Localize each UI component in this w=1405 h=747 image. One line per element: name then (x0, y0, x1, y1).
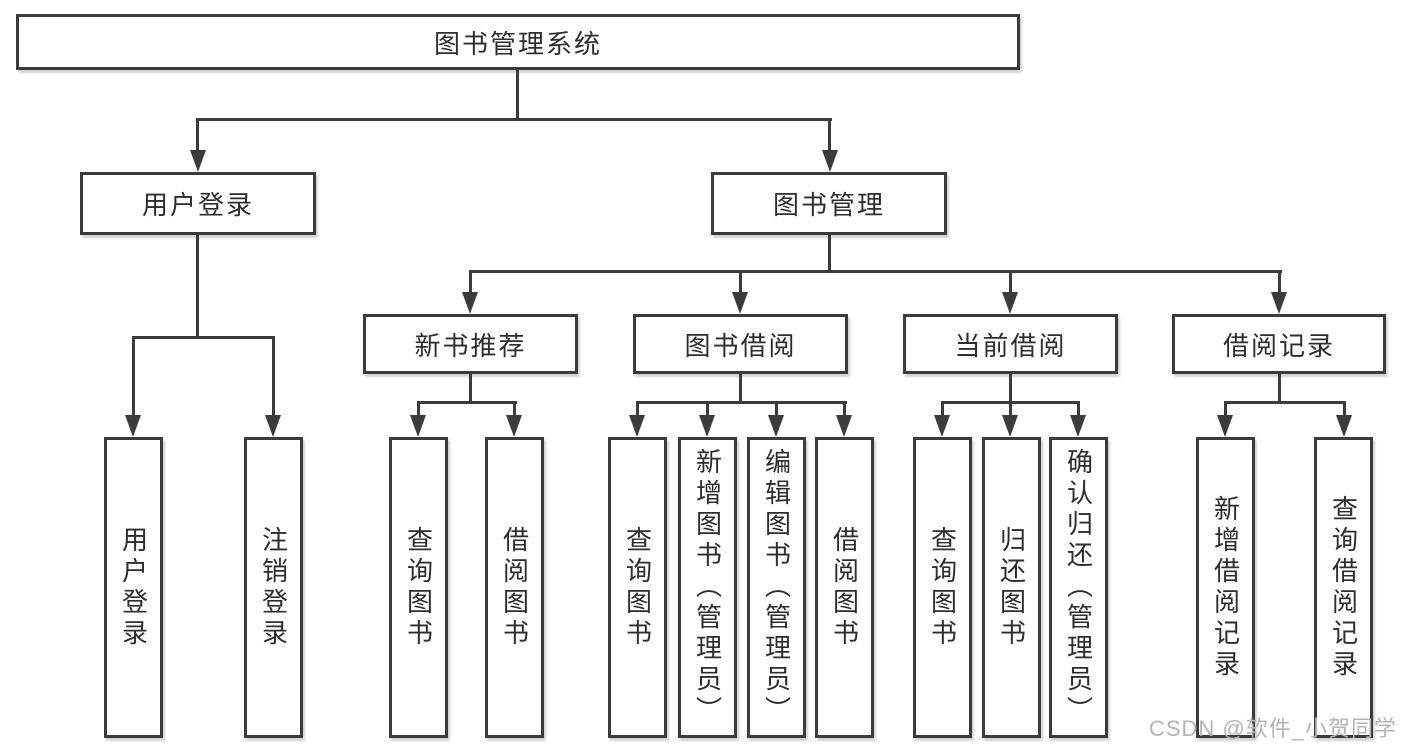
connector-stem (1009, 401, 1012, 417)
connector-stem (706, 401, 709, 417)
arrowhead-down-icon (1002, 415, 1018, 437)
leaf-borrow-books-borrowing: 借阅图书 (815, 437, 874, 738)
arrowhead-down-icon (822, 150, 838, 172)
node-root: 图书管理系统 (16, 14, 1020, 70)
connector-stem (739, 270, 742, 296)
connector-stem (132, 336, 135, 417)
arrowhead-down-icon (1070, 415, 1086, 437)
node-borrowing-records: 借阅记录 (1172, 314, 1386, 374)
connector-stem (1009, 270, 1012, 296)
connector-bookmgmt-hline (469, 270, 1282, 273)
arrowhead-down-icon (506, 415, 522, 437)
arrowhead-down-icon (934, 415, 950, 437)
node-new-book-recommend: 新书推荐 (363, 314, 578, 374)
leaf-return-book-label: 归还图书 (996, 525, 1027, 650)
connector-records-vline (1278, 374, 1281, 404)
arrowhead-down-icon (629, 415, 645, 437)
leaf-logout-label: 注销登录 (258, 525, 289, 650)
arrowhead-down-icon (768, 415, 784, 437)
leaf-confirm-return-admin-label: 确认归还（管理员） (1063, 448, 1094, 727)
leaf-query-books-current-label: 查询图书 (927, 525, 958, 650)
node-book-borrowing: 图书借阅 (633, 314, 848, 374)
leaf-query-books-current: 查询图书 (913, 437, 972, 738)
connector-stem (775, 401, 778, 417)
arrowhead-down-icon (1336, 415, 1352, 437)
leaf-query-books-recommend-label: 查询图书 (403, 525, 434, 650)
csdn-watermark: CSDN @软件_小贺同学 (1148, 716, 1397, 741)
node-user-login-label: 用户登录 (141, 190, 254, 220)
connector-stem (1077, 401, 1080, 417)
arrowhead-down-icon (462, 292, 478, 314)
connector-records-hline (1224, 401, 1346, 404)
leaf-confirm-return-admin: 确认归还（管理员） (1049, 437, 1108, 738)
leaf-borrow-books-recommend: 借阅图书 (485, 437, 544, 738)
node-root-label: 图书管理系统 (433, 28, 602, 59)
node-new-book-recommend-label: 新书推荐 (414, 330, 527, 361)
connector-root-hline (196, 118, 832, 121)
connector-borrowing-hline (636, 401, 847, 404)
connector-root-vline (516, 70, 519, 120)
leaf-user-login: 用户登录 (104, 437, 163, 738)
arrowhead-down-icon (699, 415, 715, 437)
leaf-add-borrow-record: 新增借阅记录 (1196, 437, 1255, 738)
leaf-query-books-borrowing-label: 查询图书 (622, 525, 653, 650)
connector-borrowing-vline (739, 374, 742, 404)
leaf-add-borrow-record-label: 新增借阅记录 (1210, 494, 1241, 681)
connector-newbook-hline (417, 401, 517, 404)
node-current-borrowing-label: 当前借阅 (954, 330, 1067, 361)
node-borrowing-records-label: 借阅记录 (1222, 330, 1335, 361)
connector-stem (1224, 401, 1227, 417)
leaf-query-borrow-record: 查询借阅记录 (1314, 437, 1373, 738)
connector-userlogin-vline (196, 235, 199, 339)
arrowhead-down-icon (836, 415, 852, 437)
arrowhead-down-icon (1002, 292, 1018, 314)
leaf-add-book-admin-label: 新增图书（管理员） (692, 448, 723, 727)
node-user-login: 用户登录 (80, 172, 316, 235)
connector-newbook-vline (469, 374, 472, 404)
arrowhead-down-icon (190, 150, 206, 172)
arrowhead-down-icon (410, 415, 426, 437)
arrowhead-down-icon (265, 415, 281, 437)
connector-current-vline (1009, 374, 1012, 404)
connector-stem (636, 401, 639, 417)
leaf-add-book-admin: 新增图书（管理员） (678, 437, 737, 738)
leaf-borrow-books-borrowing-label: 借阅图书 (829, 525, 860, 650)
node-book-borrowing-label: 图书借阅 (684, 330, 797, 361)
connector-stem (469, 270, 472, 296)
leaf-edit-book-admin: 编辑图书（管理员） (747, 437, 806, 738)
arrowhead-down-icon (125, 415, 141, 437)
node-current-borrowing: 当前借阅 (903, 314, 1118, 374)
leaf-edit-book-admin-label: 编辑图书（管理员） (761, 448, 792, 727)
connector-stem (1343, 401, 1346, 417)
connector-userlogin-hline (132, 336, 275, 339)
leaf-borrow-books-recommend-label: 借阅图书 (499, 525, 530, 650)
connector-stem (417, 401, 420, 417)
leaf-query-borrow-record-label: 查询借阅记录 (1328, 494, 1359, 681)
leaf-logout: 注销登录 (244, 437, 303, 738)
connector-stem (843, 401, 846, 417)
connector-bookmgmt-vline (828, 235, 831, 273)
node-book-management: 图书管理 (711, 172, 947, 235)
leaf-return-book: 归还图书 (982, 437, 1041, 738)
connector-stem (513, 401, 516, 417)
connector-stem (941, 401, 944, 417)
connector-stem (1278, 270, 1281, 296)
leaf-query-books-borrowing: 查询图书 (608, 437, 667, 738)
arrowhead-down-icon (1217, 415, 1233, 437)
connector-stem (196, 118, 199, 152)
connector-stem (272, 336, 275, 417)
connector-stem (828, 118, 831, 152)
leaf-user-login-label: 用户登录 (118, 525, 149, 650)
arrowhead-down-icon (1271, 292, 1287, 314)
arrowhead-down-icon (732, 292, 748, 314)
node-book-management-label: 图书管理 (772, 190, 885, 220)
leaf-query-books-recommend: 查询图书 (389, 437, 448, 738)
